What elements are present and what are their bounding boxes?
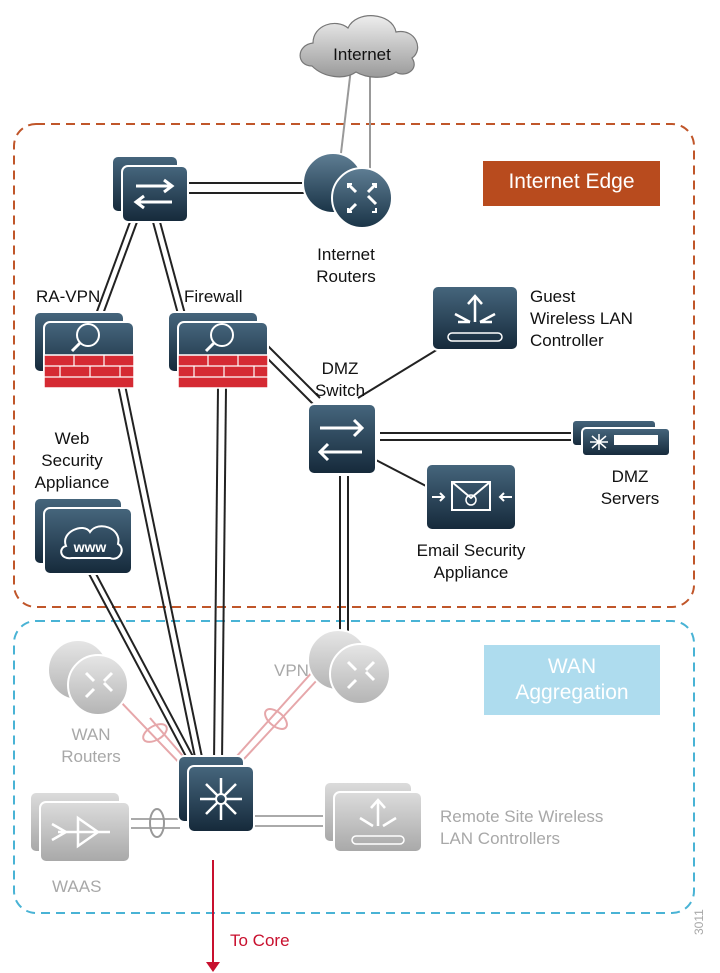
firewall-icon	[167, 311, 269, 389]
router-icon	[47, 639, 129, 716]
to-core-arrowhead	[206, 962, 220, 972]
firewall-icon	[33, 311, 135, 389]
dmz-switch-label: DMZ Switch	[314, 359, 366, 400]
to-core-label: To Core	[230, 931, 290, 950]
waas-label: WAAS	[52, 877, 102, 896]
guest-wlc-label: Guest Wireless LAN Controller	[530, 287, 633, 350]
switch-icon	[111, 155, 189, 223]
core-switch-icon	[177, 755, 255, 833]
router-icon	[302, 152, 393, 229]
links	[87, 59, 585, 964]
email-appliance-icon	[425, 463, 517, 531]
router-icon	[307, 629, 391, 705]
firewall-label: Firewall	[184, 287, 243, 306]
wlc-icon	[323, 781, 423, 853]
dmz-servers-label: DMZ Servers	[600, 467, 660, 508]
figure-id: 3011	[692, 909, 706, 935]
ra-vpn-label: RA-VPN	[36, 287, 101, 306]
wlc-icon	[431, 285, 519, 351]
wan-aggregation-zone	[13, 620, 695, 914]
wan-routers-label: WAN Routers	[61, 725, 121, 766]
email-security-label: Email Security Appliance	[416, 541, 526, 582]
internet-edge-zone	[13, 123, 695, 608]
wan-aggregation-badge	[484, 645, 660, 715]
svg-text:www: www	[73, 539, 107, 555]
waas-icon	[29, 791, 131, 863]
wan-aggregation-title: WAN Aggregation	[515, 655, 629, 704]
internet-edge-badge	[483, 161, 660, 206]
internet-label: Internet	[333, 45, 391, 64]
cloud-icon	[299, 15, 419, 78]
switch-icon	[307, 403, 377, 475]
server-icon	[571, 419, 671, 457]
remote-wlc-label: Remote Site Wireless LAN Controllers	[440, 807, 604, 848]
web-security-label: Web Security Appliance	[34, 429, 110, 492]
internet-routers-label: Internet Routers	[316, 245, 376, 286]
vpn-label: VPN	[274, 661, 309, 680]
web-appliance-icon: www	[33, 497, 133, 575]
internet-edge-title: Internet Edge	[508, 170, 635, 193]
